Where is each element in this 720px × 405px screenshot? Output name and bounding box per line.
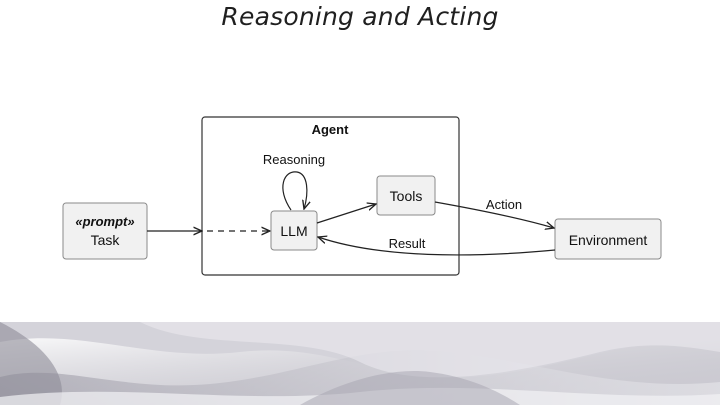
result-edge <box>318 237 556 256</box>
reasoning-label: Reasoning <box>263 152 325 167</box>
task-node <box>62 202 148 260</box>
slide-title: Reasoning and Acting <box>221 2 499 31</box>
action-label: Action <box>486 197 522 212</box>
agent-container <box>201 116 460 276</box>
tools-node <box>376 175 436 216</box>
result-label: Result <box>389 236 426 251</box>
decorative-wave-footer <box>0 322 720 405</box>
environment-label: Environment <box>569 232 648 248</box>
action-edge <box>434 201 554 228</box>
tools-label: Tools <box>390 188 423 204</box>
llm-to-tools-edge <box>316 204 376 224</box>
agent-label: Agent <box>312 122 350 137</box>
task-stereotype: «prompt» <box>75 214 134 229</box>
reasoning-loop-edge <box>282 171 307 210</box>
task-label: Task <box>91 232 121 248</box>
llm-label: LLM <box>280 223 307 239</box>
wave-background-image <box>0 322 720 405</box>
llm-node <box>270 210 318 251</box>
environment-node <box>554 218 662 260</box>
